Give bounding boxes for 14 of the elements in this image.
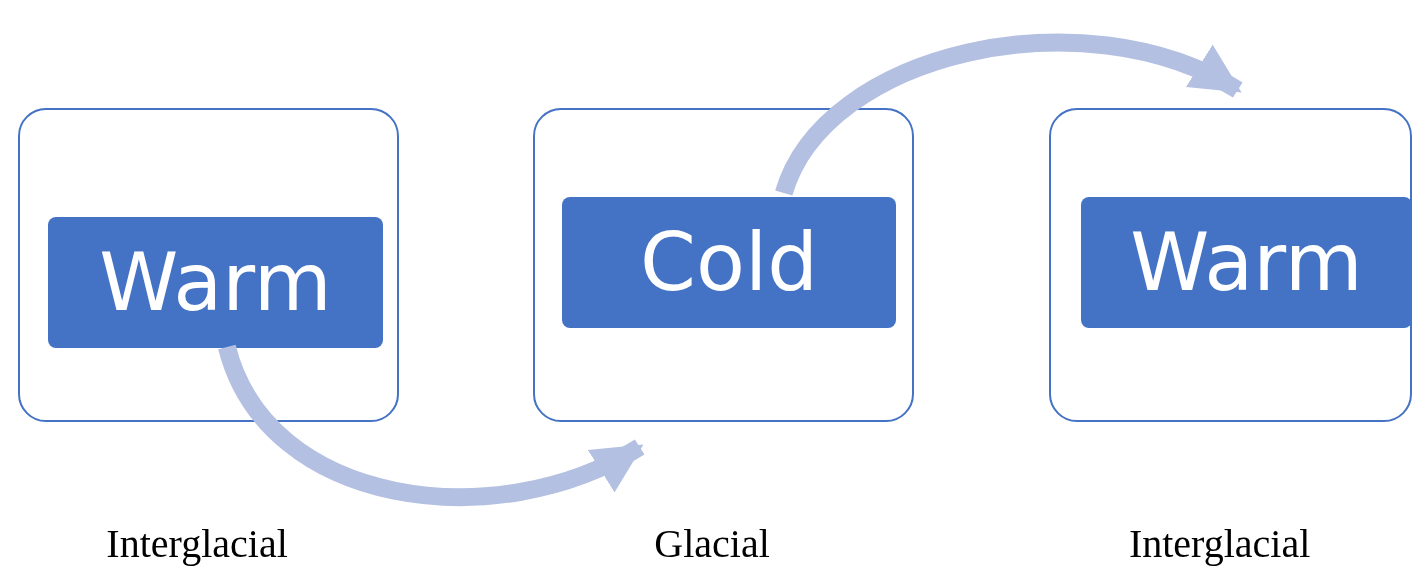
panel-box — [18, 108, 399, 422]
node-text: Cold — [640, 216, 818, 309]
curved-arrow — [218, 343, 644, 506]
label-box — [48, 217, 383, 348]
stage-label: Interglacial — [106, 520, 288, 567]
label-box — [562, 197, 896, 328]
stage-label: Glacial — [654, 520, 770, 567]
label-box — [1081, 197, 1412, 328]
stage-label: Interglacial — [1128, 520, 1311, 567]
curved-arrow — [775, 33, 1242, 197]
node-text: Warm — [1130, 216, 1363, 309]
panel-box — [533, 108, 914, 422]
panel-box — [1049, 108, 1412, 422]
node-text: Warm — [99, 236, 332, 329]
